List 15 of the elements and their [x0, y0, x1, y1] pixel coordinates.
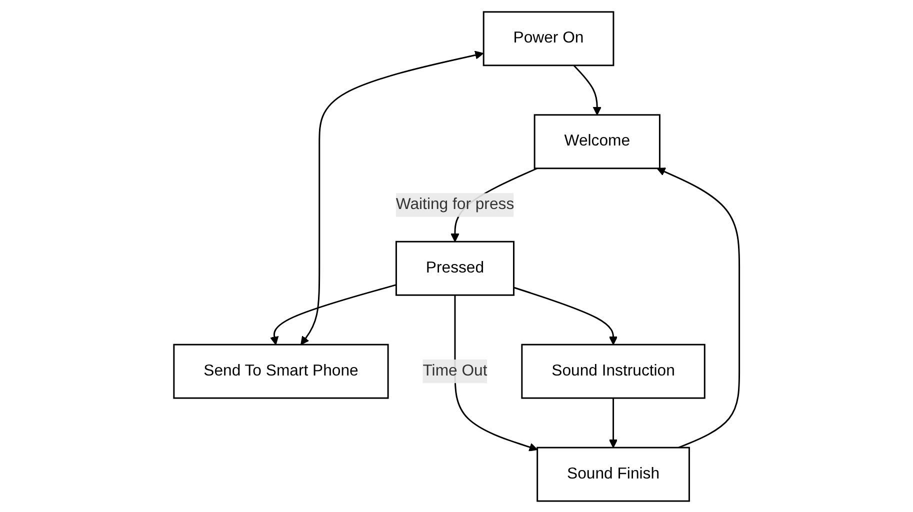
- node-box: Power On: [482, 10, 614, 66]
- arrow: [270, 284, 396, 345]
- node-box: Sound Finish: [536, 446, 690, 502]
- node-box: Pressed: [395, 240, 514, 296]
- node-box: Welcome: [534, 114, 660, 169]
- edge-label: Time Out: [422, 362, 488, 379]
- arrow: [454, 294, 538, 451]
- arrow: [656, 167, 740, 448]
- arrow: [608, 398, 618, 448]
- arrow: [513, 286, 618, 345]
- arrow: [573, 64, 602, 115]
- arrow: [300, 50, 484, 345]
- edge-label: Waiting for press: [396, 196, 514, 212]
- node-box: Sound Instruction: [521, 343, 706, 398]
- node-box: Send To Smart Phone: [173, 343, 389, 398]
